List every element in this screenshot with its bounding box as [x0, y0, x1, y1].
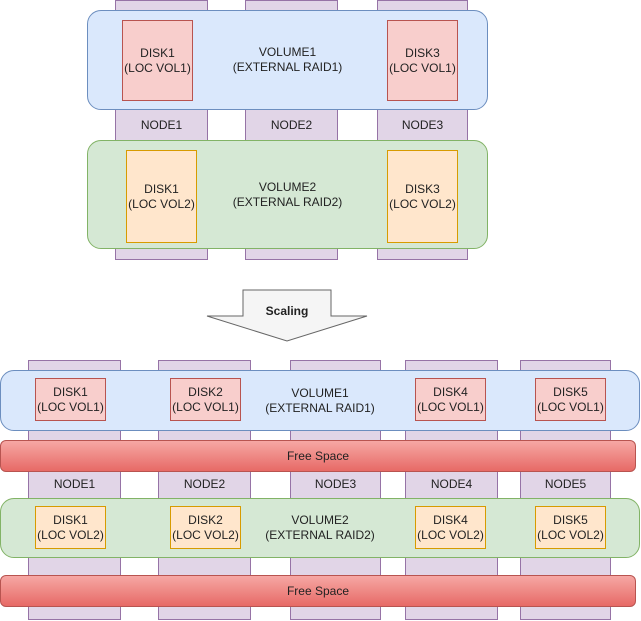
- bottom-node4-label: NODE4: [430, 477, 473, 491]
- bottom-volume1-disk1[interactable]: DISK1 (LOC VOL1): [35, 378, 106, 421]
- bottom-volume1-disk2[interactable]: DISK2 (LOC VOL1): [170, 378, 241, 421]
- bottom-node5-label: NODE5: [544, 477, 587, 491]
- bottom-volume2-label: VOLUME2 (EXTERNAL RAID2): [265, 513, 375, 542]
- top-volume1-label: VOLUME1 (EXTERNAL RAID1): [232, 45, 343, 74]
- bottom-volume2[interactable]: VOLUME2 (EXTERNAL RAID2): [0, 498, 640, 558]
- scaling-label: Scaling: [265, 304, 309, 318]
- top-volume2-disk1[interactable]: DISK1 (LOC VOL2): [126, 150, 197, 243]
- bottom-volume2-disk1[interactable]: DISK1 (LOC VOL2): [35, 506, 106, 549]
- top-volume2-disk3[interactable]: DISK3 (LOC VOL2): [387, 150, 458, 243]
- bottom-volume1-label: VOLUME1 (EXTERNAL RAID1): [265, 385, 375, 415]
- top-node2-label: NODE2: [270, 118, 313, 132]
- bottom-volume2-disk2[interactable]: DISK2 (LOC VOL2): [170, 506, 241, 549]
- bottom-node2-label: NODE2: [183, 477, 226, 491]
- top-node1-label: NODE1: [140, 118, 183, 132]
- top-volume2-label: VOLUME2 (EXTERNAL RAID2): [232, 179, 343, 209]
- bottom-volume1-disk5[interactable]: DISK5 (LOC VOL1): [535, 378, 606, 421]
- top-volume1-disk3[interactable]: DISK3 (LOC VOL1): [387, 20, 458, 101]
- bottom-free-space-2[interactable]: Free Space: [0, 575, 636, 607]
- top-node3-label: NODE3: [401, 118, 444, 132]
- scaling-arrow-icon: [206, 289, 368, 342]
- bottom-volume1-disk4[interactable]: DISK4 (LOC VOL1): [415, 378, 486, 421]
- bottom-volume2-disk5[interactable]: DISK5 (LOC VOL2): [535, 506, 606, 549]
- bottom-volume1[interactable]: VOLUME1 (EXTERNAL RAID1): [0, 370, 640, 431]
- top-volume1-disk1[interactable]: DISK1 (LOC VOL1): [122, 20, 193, 101]
- bottom-node1-label: NODE1: [53, 477, 96, 491]
- bottom-node3-label: NODE3: [314, 477, 357, 491]
- bottom-volume2-disk4[interactable]: DISK4 (LOC VOL2): [415, 506, 486, 549]
- bottom-free-space-1[interactable]: Free Space: [0, 440, 636, 472]
